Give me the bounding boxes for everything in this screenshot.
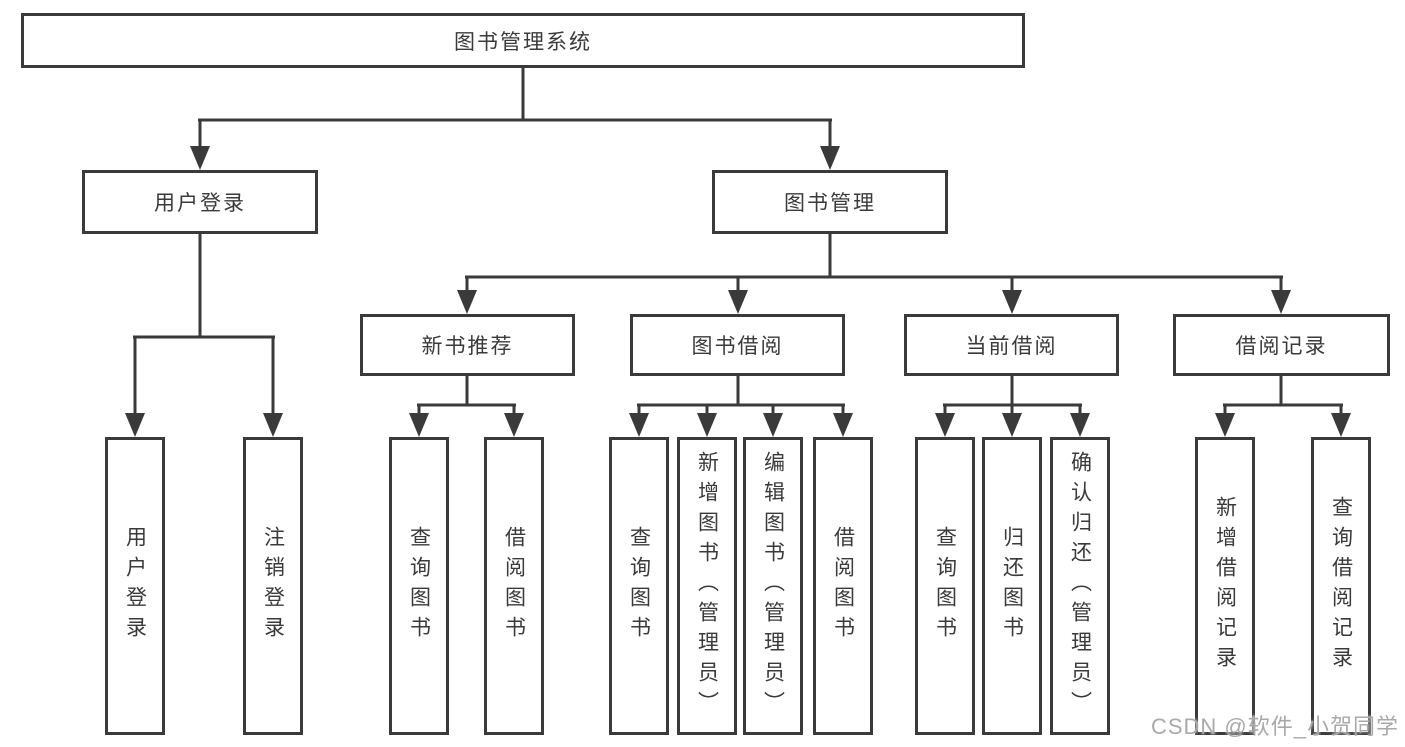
- csdn-watermark: CSDN @软件_小贺同学: [1150, 714, 1399, 739]
- node-label: 查询图书: [933, 526, 957, 646]
- node-label: 当前借阅: [965, 335, 1058, 358]
- leaf-query-books-current: 查询图书: [915, 437, 975, 735]
- leaf-confirm-return-admin: 确认归还（管理员）: [1050, 437, 1110, 735]
- node-new-book-recommendation: 新书推荐: [360, 314, 575, 376]
- node-label: 借阅图书: [831, 526, 855, 646]
- leaf-borrow-books-recommend: 借阅图书: [484, 437, 544, 735]
- node-label: 借阅记录: [1235, 335, 1328, 358]
- node-label: 归还图书: [1000, 526, 1024, 646]
- node-label: 借阅图书: [502, 526, 526, 646]
- node-label: 注销登录: [261, 526, 285, 646]
- node-label: 图书借阅: [691, 335, 784, 358]
- node-book-borrowing: 图书借阅: [630, 314, 845, 376]
- leaf-query-books-recommend: 查询图书: [389, 437, 449, 735]
- node-label: 新增图书（管理员）: [695, 451, 719, 721]
- node-label: 新增借阅记录: [1213, 496, 1237, 676]
- node-borrowing-records: 借阅记录: [1173, 314, 1390, 376]
- leaf-add-books-admin: 新增图书（管理员）: [677, 437, 737, 735]
- node-current-borrowing: 当前借阅: [904, 314, 1119, 376]
- leaf-return-books: 归还图书: [982, 437, 1042, 735]
- node-book-management: 图书管理: [712, 170, 948, 234]
- node-label: 确认归还（管理员）: [1068, 451, 1092, 721]
- leaf-query-borrow-record: 查询借阅记录: [1311, 437, 1371, 735]
- node-root-system: 图书管理系统: [21, 13, 1025, 68]
- leaf-borrow-books: 借阅图书: [813, 437, 873, 735]
- node-label: 图书管理: [784, 192, 876, 215]
- node-label: 查询图书: [627, 526, 651, 646]
- node-label: 查询图书: [407, 526, 431, 646]
- node-label: 图书管理系统: [454, 30, 592, 54]
- node-label: 用户登录: [154, 192, 246, 215]
- leaf-user-login: 用户登录: [105, 437, 165, 735]
- node-label: 编辑图书（管理员）: [761, 451, 785, 721]
- leaf-logout: 注销登录: [243, 437, 303, 735]
- node-label: 新书推荐: [421, 335, 514, 358]
- leaf-add-borrow-record: 新增借阅记录: [1195, 437, 1255, 735]
- node-user-login: 用户登录: [82, 170, 318, 234]
- leaf-edit-books-admin: 编辑图书（管理员）: [743, 437, 803, 735]
- node-label: 查询借阅记录: [1329, 496, 1353, 676]
- node-label: 用户登录: [123, 526, 147, 646]
- leaf-query-books-borrowing: 查询图书: [609, 437, 669, 735]
